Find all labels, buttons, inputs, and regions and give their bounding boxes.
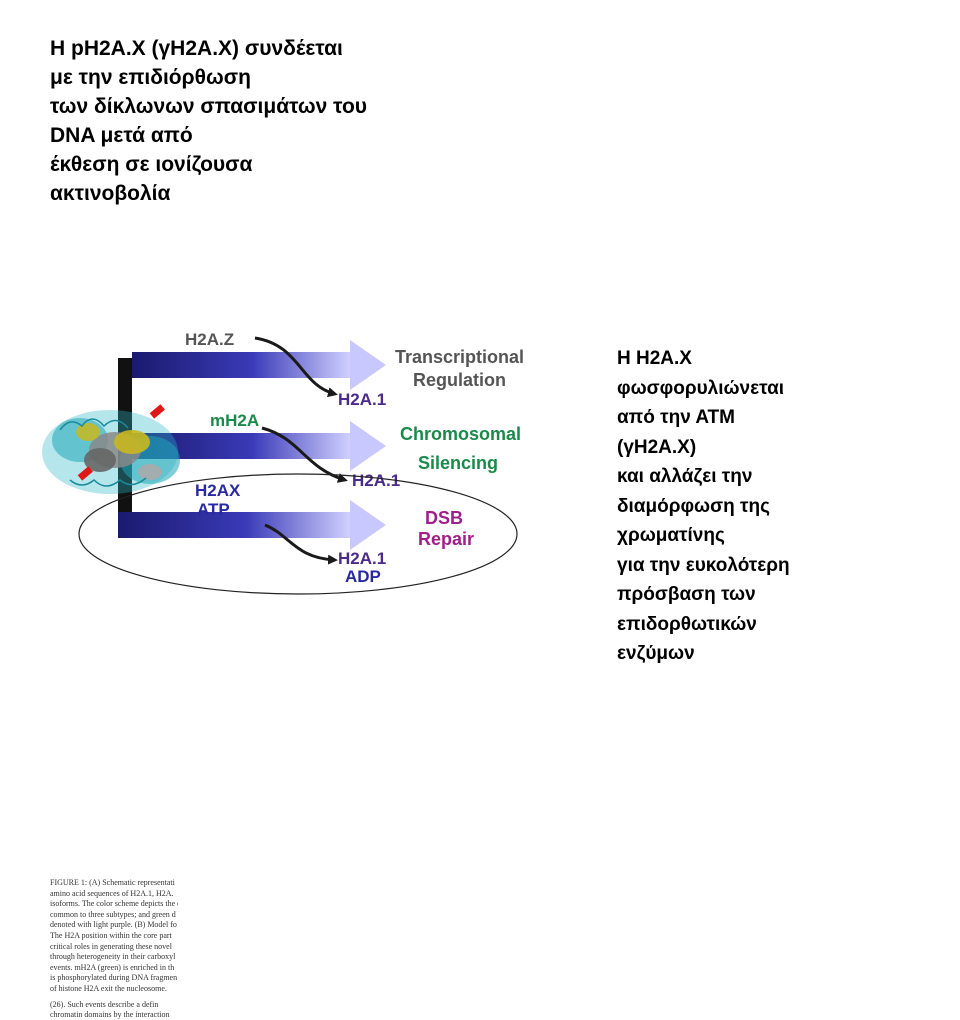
title-line: Η pH2A.X (γH2A.X) συνδέεται bbox=[50, 37, 343, 60]
caption-line: events. mH2A (green) is enriched in th bbox=[50, 962, 175, 972]
side-line: για την ευκολότερη bbox=[617, 554, 790, 576]
caption-line: critical roles in generating these novel bbox=[50, 941, 172, 951]
histone-figure: H2A.Z mH2A H2AX ATP H2A.1 H2A.1 H2A.1 AD… bbox=[0, 300, 560, 1019]
side-line: φωσφορυλιώνεται bbox=[617, 377, 785, 399]
label-transcriptional: Transcriptional bbox=[395, 347, 524, 367]
caption-line: of histone H2A exit the nucleosome. bbox=[50, 983, 167, 993]
caption-line: common to three subtypes; and green d bbox=[50, 909, 176, 919]
side-description: Η Η2Α.Χ φωσφορυλιώνεται από την ΑΤΜ (γΗ2… bbox=[617, 344, 947, 669]
label-mh2a: mH2A bbox=[210, 411, 259, 430]
side-line: (γΗ2Α.Χ) bbox=[617, 436, 697, 458]
slide-title: Η pH2A.X (γH2A.X) συνδέεται με την επιδι… bbox=[50, 34, 490, 208]
caption-line: amino acid sequences of H2A.1, H2A. bbox=[50, 888, 174, 898]
label-adp: ADP bbox=[345, 567, 381, 586]
arrow-row1 bbox=[132, 336, 386, 398]
pathway-diagram: H2A.Z mH2A H2AX ATP H2A.1 H2A.1 H2A.1 AD… bbox=[42, 330, 524, 595]
highlight-ellipse bbox=[78, 473, 518, 595]
figure-caption: FIGURE 1: (A) Schematic representati ami… bbox=[50, 878, 178, 1020]
caption-line: chromatin domains by the interaction bbox=[50, 1010, 170, 1020]
label-h2az: H2A.Z bbox=[185, 330, 234, 349]
label-chromosomal: Chromosomal bbox=[400, 424, 521, 444]
label-repair: Repair bbox=[418, 529, 474, 549]
title-line: ακτινοβολία bbox=[50, 182, 171, 205]
title-line: με την επιδιόρθωση bbox=[50, 66, 251, 89]
label-silencing: Silencing bbox=[418, 453, 498, 473]
caption-line: The H2A position within the core part bbox=[50, 930, 172, 940]
side-line: διαμόρφωση της bbox=[617, 495, 770, 517]
caption-line: (26). Such events describe a defin bbox=[50, 999, 159, 1009]
title-line: των δίκλωνων σπασιμάτων του bbox=[50, 95, 368, 118]
side-line: επιδορθωτικών bbox=[617, 613, 757, 635]
side-line: ενζύμων bbox=[617, 643, 695, 664]
caption-line: FIGURE 1: (A) Schematic representati bbox=[50, 878, 175, 887]
side-line: χρωματίνης bbox=[617, 525, 725, 546]
label-h2a1-row2: H2A.1 bbox=[352, 471, 400, 490]
label-h2a1-row3: H2A.1 bbox=[338, 549, 386, 568]
side-line: πρόσβαση των bbox=[617, 584, 756, 605]
title-line: έκθεση σε ιονίζουσα bbox=[50, 153, 253, 176]
nucleosome-structure-icon bbox=[42, 404, 180, 494]
label-regulation: Regulation bbox=[413, 370, 506, 390]
side-line: και αλλάζει την bbox=[617, 466, 753, 487]
caption-line: denoted with light purple. (B) Model fo bbox=[50, 920, 177, 930]
title-line: DNA μετά από bbox=[50, 124, 193, 147]
arrow-row3 bbox=[118, 500, 386, 565]
caption-line: is phosphorylated during DNA fragmen bbox=[50, 973, 178, 983]
label-h2a1-row1: H2A.1 bbox=[338, 390, 386, 409]
caption-line: through heterogeneity in their carboxyl bbox=[50, 952, 176, 962]
label-dsb: DSB bbox=[425, 508, 463, 528]
side-line: από την ΑΤΜ bbox=[617, 407, 735, 428]
label-h2ax: H2AX bbox=[195, 481, 241, 500]
caption-line: isoforms. The color scheme depicts the d bbox=[50, 899, 178, 909]
side-line: Η Η2Α.Χ bbox=[617, 348, 692, 369]
label-atp: ATP bbox=[197, 500, 230, 519]
